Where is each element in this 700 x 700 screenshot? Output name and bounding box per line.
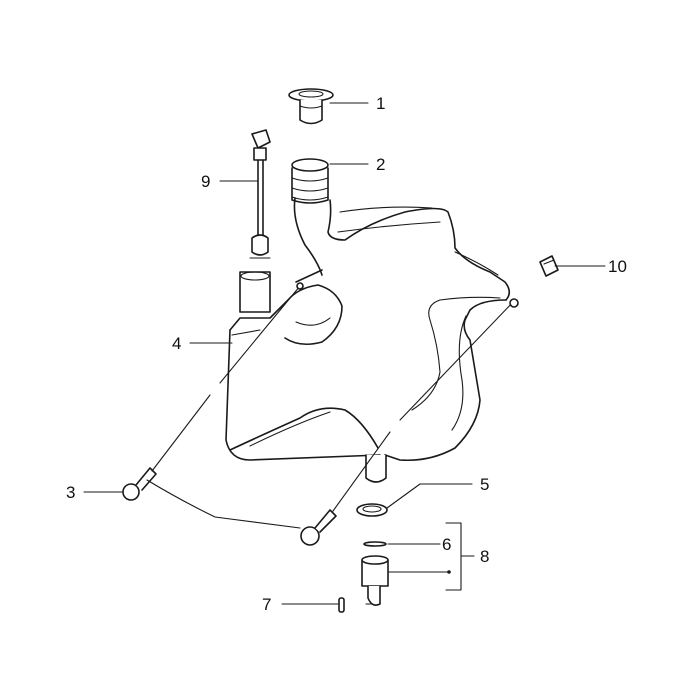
callout-4: 4: [172, 334, 181, 353]
callout-6: 6: [442, 535, 451, 554]
fuel-tank-body: [225, 197, 511, 483]
callout-9: 9: [201, 172, 210, 191]
callout-7: 7: [262, 595, 271, 614]
callout-5: 5: [480, 475, 489, 494]
leader-lines: [83, 102, 606, 605]
part-8-fuel-tap: [361, 555, 389, 606]
callout-1: 1: [376, 94, 385, 113]
callout-10: 10: [608, 257, 627, 276]
part-5-seal-ring: [356, 503, 388, 517]
part-1-fuel-cap: [288, 88, 334, 125]
callout-3: 3: [66, 483, 75, 502]
part-9-level-sensor: [249, 129, 271, 259]
part-3-bolts: [122, 282, 519, 546]
callout-labels: 1 2 3 4 5 6 7 8 9 10: [66, 94, 627, 614]
callout-2: 2: [376, 155, 385, 174]
part-2-filler-neck: [291, 158, 329, 204]
part-7-pin: [338, 597, 345, 613]
callout-8: 8: [480, 547, 489, 566]
part-6-o-ring: [363, 541, 387, 547]
part-10-clip: [539, 255, 559, 277]
